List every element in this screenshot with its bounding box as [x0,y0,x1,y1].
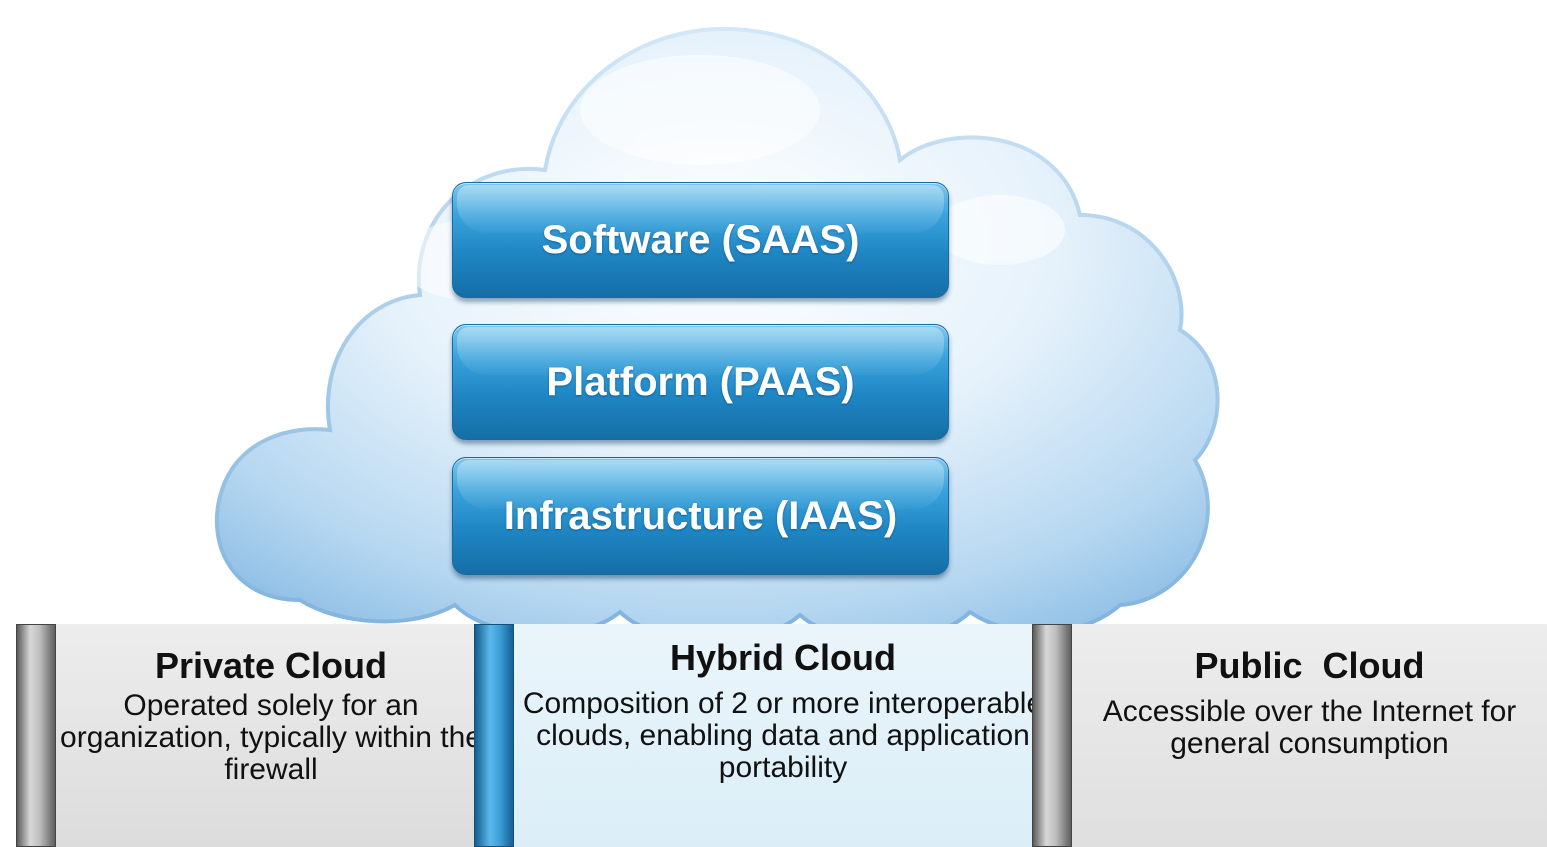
public-cloud-panel: Public Cloud Accessible over the Interne… [1032,624,1547,847]
hybrid-cloud-body: Hybrid Cloud Composition of 2 or more in… [514,624,1052,847]
layer-saas-label: Software (SAAS) [541,218,860,262]
public-cloud-body: Public Cloud Accessible over the Interne… [1072,624,1547,847]
private-cloud-panel: Private Cloud Operated solely for an org… [16,624,486,847]
private-cloud-description: Operated solely for an organization, typ… [60,689,482,786]
public-cloud-description: Accessible over the Internet for general… [1102,695,1517,760]
public-cloud-title: Public Cloud [1194,645,1425,686]
layer-iaas-label: Infrastructure (IAAS) [503,494,898,538]
layer-saas: Software (SAAS) [452,182,949,298]
hybrid-cloud-description: Composition of 2 or more interoperable c… [522,687,1044,784]
private-cloud-title: Private Cloud [154,645,388,686]
public-cloud-accent-bar [1032,624,1072,847]
private-cloud-body: Private Cloud Operated solely for an org… [56,624,486,847]
hybrid-cloud-accent-bar [474,624,514,847]
private-cloud-accent-bar [16,624,56,847]
hybrid-cloud-title: Hybrid Cloud [670,637,896,678]
layer-iaas: Infrastructure (IAAS) [452,457,949,575]
layer-paas-label: Platform (PAAS) [546,360,855,404]
hybrid-cloud-panel: Hybrid Cloud Composition of 2 or more in… [474,624,1052,847]
layer-paas: Platform (PAAS) [452,324,949,440]
